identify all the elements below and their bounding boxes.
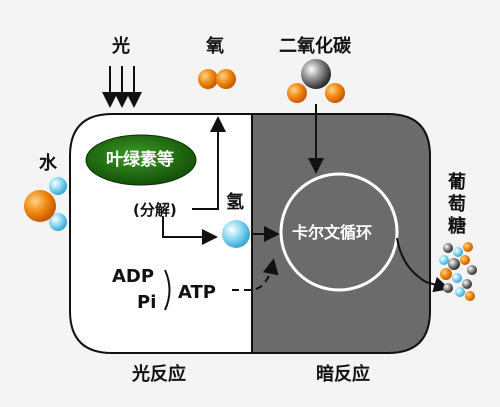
decomposition-label: (分解) xyxy=(133,201,177,219)
hydrogen-label: 氢 xyxy=(226,192,244,213)
oxygen-release-arrow xyxy=(192,116,226,210)
hydrogen-atom-icon xyxy=(222,220,250,248)
atp-arrow xyxy=(232,258,279,291)
chlorophyll-label: 叶绿素等 xyxy=(106,150,174,170)
chlorophyll-ellipse xyxy=(85,134,197,186)
dark-reaction-stage-label: 暗反应 xyxy=(316,364,370,385)
glucose-molecule-icon xyxy=(439,242,477,301)
oxygen-molecule-icon xyxy=(198,69,236,89)
adp-label: ADP xyxy=(112,266,155,287)
adp-pi-bracket xyxy=(164,269,171,311)
glucose-label: 葡萄糖 xyxy=(448,172,466,237)
water-molecule-icon xyxy=(24,177,67,231)
carbon-dioxide-molecule-icon xyxy=(287,59,345,103)
calvin-cycle-label: 卡尔文循环 xyxy=(292,223,373,242)
atp-label: ATP xyxy=(178,282,217,303)
carbon-dioxide-label: 二氧化碳 xyxy=(279,36,351,57)
light-label: 光 xyxy=(112,36,130,57)
oxygen-label: 氧 xyxy=(206,36,224,57)
glucose-output-arrow xyxy=(396,237,450,293)
pi-label: Pi xyxy=(137,292,157,313)
calvin-cycle-ring xyxy=(279,172,399,292)
dark-reaction-panel xyxy=(251,113,431,354)
light-reaction-stage-label: 光反应 xyxy=(132,364,186,385)
water-label: 水 xyxy=(39,153,57,174)
light-arrows xyxy=(102,66,142,108)
hydrogen-arrow xyxy=(162,216,218,245)
